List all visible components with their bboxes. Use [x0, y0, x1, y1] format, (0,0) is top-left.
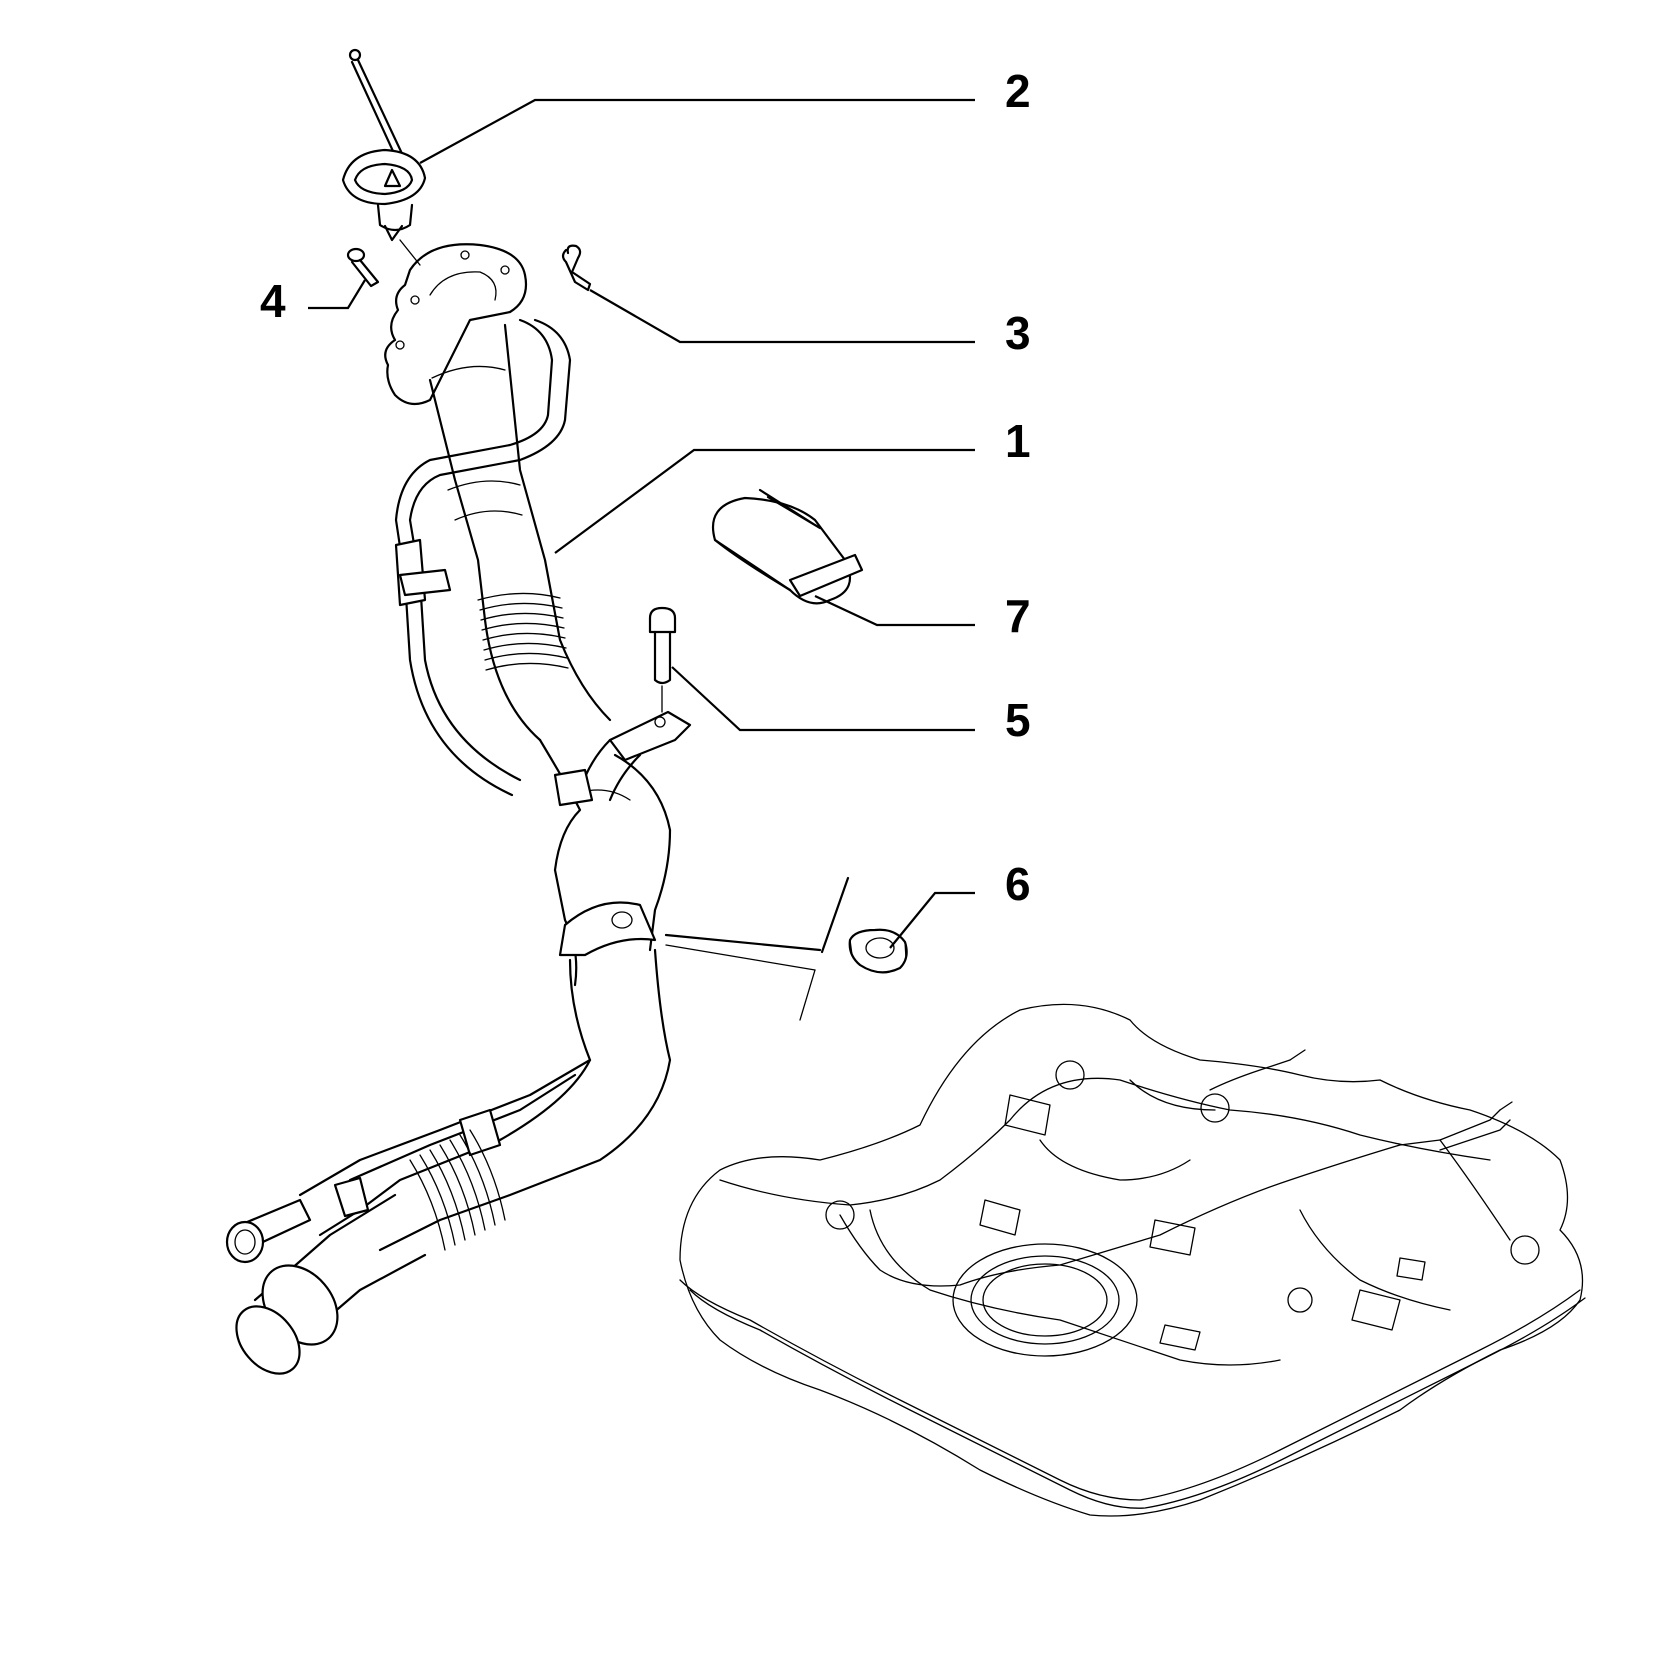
part-6-nut	[848, 928, 908, 974]
callout-1: 1	[1005, 415, 1031, 467]
leader-3	[589, 289, 975, 344]
callout-6: 6	[1005, 858, 1031, 910]
callout-3: 3	[1005, 307, 1031, 359]
callout-7: 7	[1005, 590, 1031, 642]
leader-lines	[308, 98, 975, 949]
part-7-shield	[711, 488, 864, 605]
leader-4	[308, 279, 366, 310]
neck-corrugations	[477, 592, 569, 671]
lower-corrugations	[409, 1129, 506, 1251]
leader-2	[419, 98, 975, 164]
part-3-clip	[561, 244, 592, 292]
callout-5: 5	[1005, 694, 1031, 746]
fuel-tank	[679, 1003, 1586, 1517]
callout-2: 2	[1005, 65, 1031, 117]
part-5-bolt	[648, 606, 677, 713]
continuation-marker	[664, 876, 850, 1021]
leader-1	[554, 448, 975, 554]
leader-6	[889, 891, 975, 949]
part-2-filler-cap	[341, 48, 427, 266]
leader-5	[671, 666, 975, 732]
part-1-filler-neck	[225, 243, 692, 1375]
part-4-screw	[346, 247, 380, 288]
callout-4: 4	[260, 275, 286, 327]
leader-7	[814, 595, 975, 627]
